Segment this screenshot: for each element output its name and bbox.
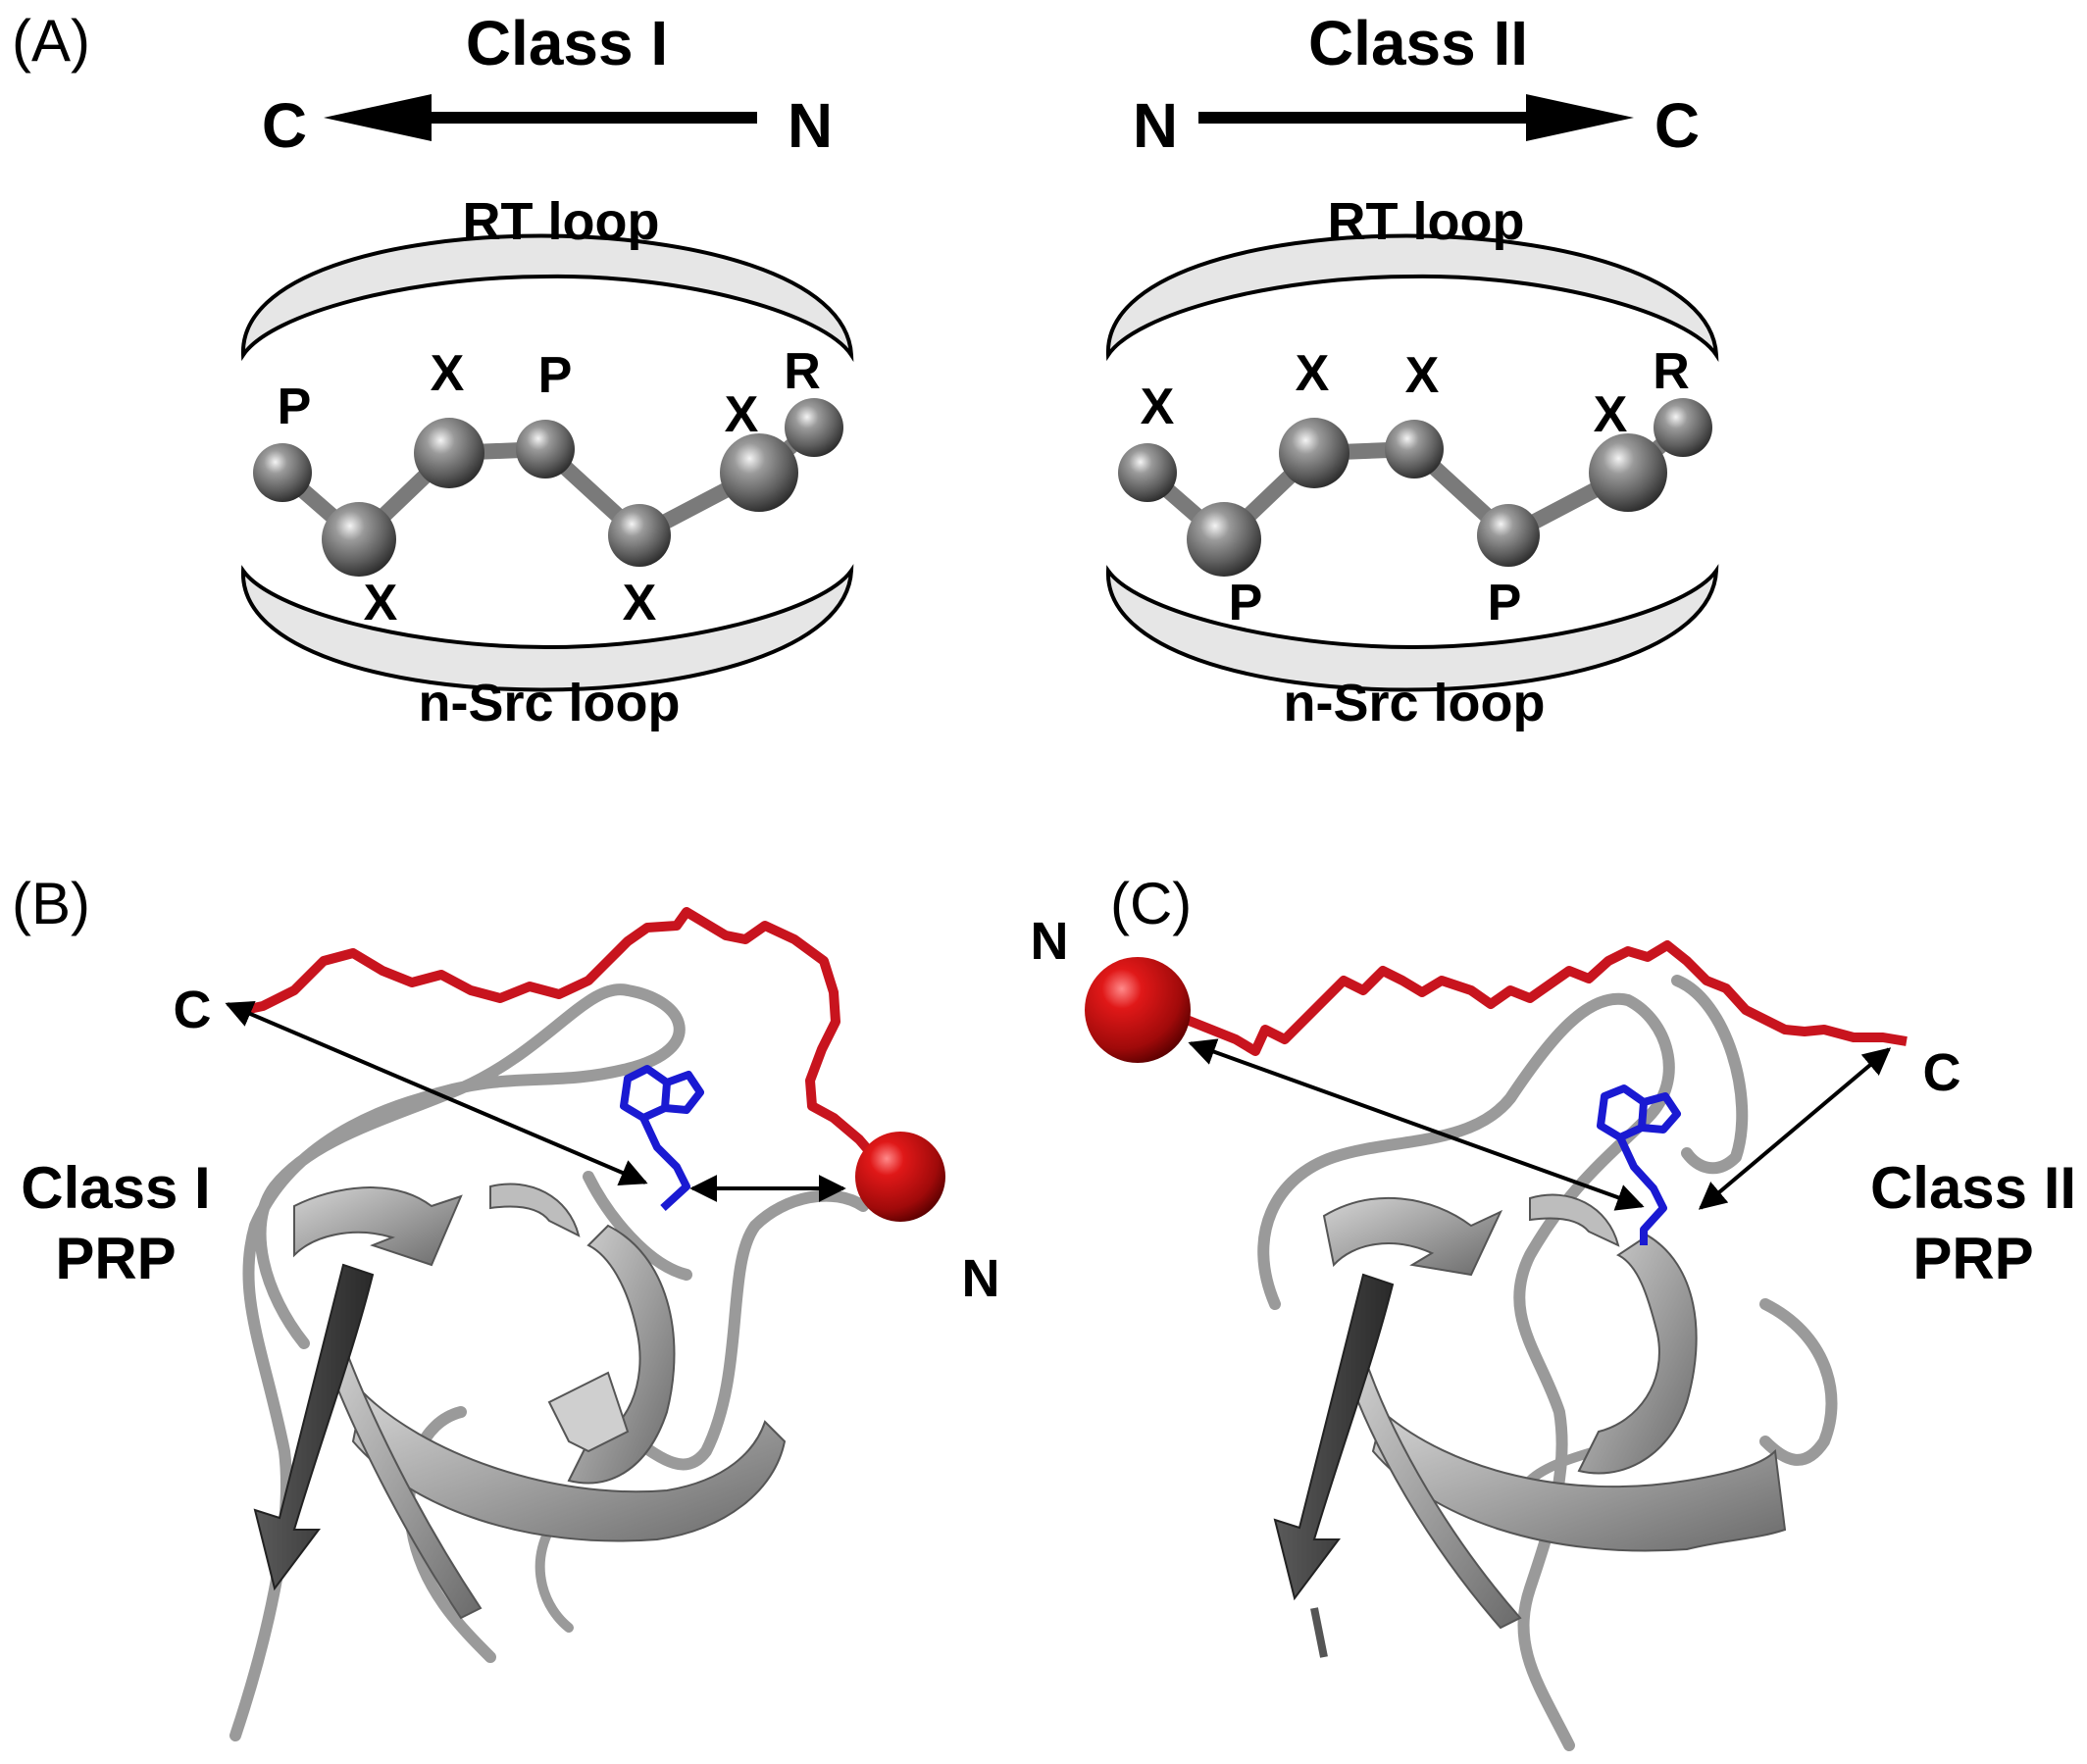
class2-res-top-1: X — [1141, 378, 1175, 435]
class2-res-top-5: R — [1653, 343, 1690, 400]
class2-res-bottom-1: P — [1229, 575, 1263, 631]
class2-res-top-2: X — [1296, 345, 1330, 402]
panel-label-c: (C) — [1110, 871, 1192, 936]
class2-nsrc-loop-label: n-Src loop — [1284, 674, 1546, 732]
class2-bead-6 — [1589, 433, 1667, 512]
class1-res-top-2: X — [431, 345, 465, 402]
class2-bead-7 — [1654, 398, 1712, 457]
class2-res-top-4: X — [1594, 386, 1628, 443]
class1-left-terminus: C — [262, 90, 307, 161]
structure-b-n-label: N — [962, 1249, 1000, 1308]
structure-b-arrow-c — [225, 1001, 648, 1185]
class1-res-bottom-2: X — [623, 575, 657, 631]
class2-peptide-chain — [1118, 398, 1712, 577]
structure-c-caption-1: Class II — [1870, 1155, 2076, 1221]
class1-res-top-5: R — [784, 343, 821, 400]
class1-bead-4 — [516, 420, 575, 479]
structure-c-caption-2: PRP — [1912, 1226, 2033, 1291]
class1-res-top-3: P — [538, 347, 573, 404]
class2-bead-3 — [1279, 418, 1349, 488]
structure-c-c-label: C — [1923, 1043, 1961, 1102]
class2-bead-1 — [1118, 443, 1177, 502]
class2-right-terminus: C — [1654, 90, 1700, 161]
class1-nsrc-loop-shape — [240, 564, 854, 692]
structure-c-trp — [1597, 1084, 1681, 1245]
class1-bead-7 — [785, 398, 843, 457]
structure-b: C N Class I PRP — [21, 907, 1000, 1741]
structure-b-caption-1: Class I — [21, 1155, 210, 1221]
class1-bead-6 — [720, 433, 798, 512]
class1-res-bottom-1: X — [364, 575, 398, 631]
class1-direction-arrow — [324, 94, 757, 141]
class2-bead-2 — [1187, 502, 1261, 577]
structure-b-sheets — [253, 1183, 787, 1620]
structure-b-n-terminus-ball — [855, 1132, 945, 1222]
structure-b-c-label: C — [174, 981, 212, 1039]
class1-bead-2 — [322, 502, 396, 577]
class1-nsrc-loop-label: n-Src loop — [419, 674, 681, 732]
class1-right-terminus: N — [788, 90, 833, 161]
class2-title: Class II — [1308, 8, 1528, 78]
panel-label-b: (B) — [12, 871, 90, 936]
class2-left-terminus: N — [1133, 90, 1178, 161]
class1-bead-1 — [253, 443, 312, 502]
class1-bead-3 — [414, 418, 484, 488]
class1-res-top-1: P — [278, 378, 312, 435]
class1-res-top-4: X — [725, 386, 759, 443]
structure-c-arrow-c — [1698, 1047, 1892, 1210]
class2-res-top-3: X — [1405, 347, 1440, 404]
class2-rt-loop-label: RT loop — [1328, 192, 1525, 251]
structure-b-peptide — [233, 907, 945, 1222]
class1-title: Class I — [466, 8, 668, 78]
panel-label-a: (A) — [12, 8, 90, 74]
class2-direction-arrow — [1198, 94, 1634, 141]
class1-bead-5 — [608, 504, 671, 567]
class2-bead-4 — [1385, 420, 1444, 479]
structure-b-trp — [620, 1065, 704, 1211]
structure-c-n-terminus-ball — [1085, 957, 1191, 1063]
structure-c-n-label: N — [1031, 912, 1069, 971]
structure-c: N C Class II PRP — [1031, 912, 2076, 1751]
class2-bead-5 — [1477, 504, 1540, 567]
class1-rt-loop-label: RT loop — [463, 192, 660, 251]
class2-nsrc-loop-shape — [1105, 564, 1719, 692]
structure-b-caption-2: PRP — [55, 1226, 176, 1291]
structure-c-peptide — [1085, 940, 1908, 1063]
class1-peptide-chain — [253, 398, 843, 577]
class2-rt-loop-shape — [1105, 233, 1719, 363]
class1-schematic: Class I C N RT loop n-Src loop P X P X R… — [240, 8, 854, 732]
structure-c-arrow-n — [1188, 1038, 1645, 1211]
class2-res-bottom-2: P — [1488, 575, 1522, 631]
class2-schematic: Class II N C RT loop n-Src loop X X X X … — [1105, 8, 1719, 732]
class1-rt-loop-shape — [240, 233, 854, 363]
